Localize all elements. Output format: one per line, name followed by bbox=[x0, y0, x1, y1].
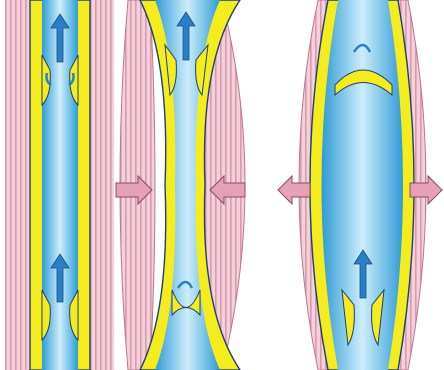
panel-vein-muscles-contract bbox=[116, 0, 245, 370]
panel-vein-open bbox=[5, 0, 114, 370]
panel-vein-muscles-relax bbox=[278, 0, 442, 370]
muscle-right-strip bbox=[88, 0, 114, 370]
blood-lumen bbox=[322, 0, 404, 370]
